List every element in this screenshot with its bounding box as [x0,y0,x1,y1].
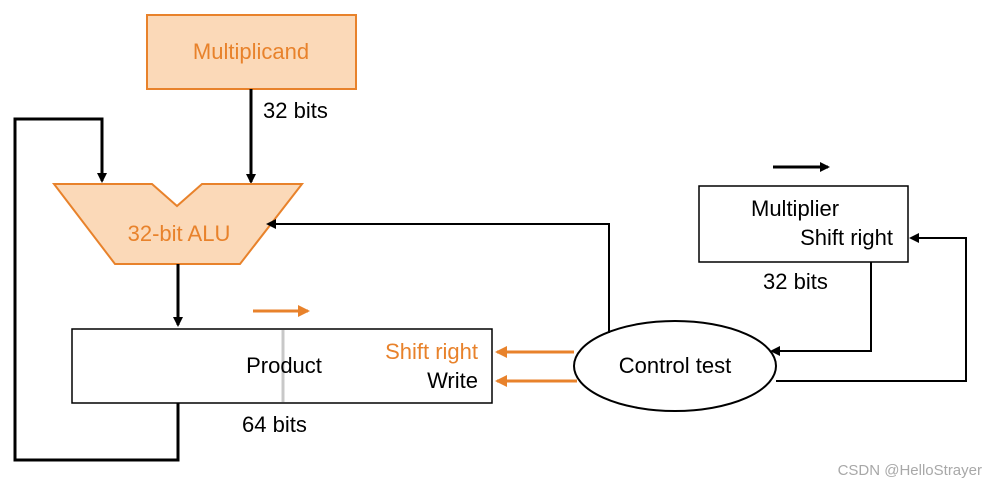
alu-label: 32-bit ALU [128,221,231,246]
multiplier-register [698,185,909,263]
product-feedback-path [13,117,180,462]
control-test-label: Control test [619,353,732,378]
product-label: Product [246,353,322,378]
product-shift-right-label: Shift right [385,339,478,364]
multiplier-label: Multiplier [751,196,839,221]
product-write-label: Write [427,368,478,393]
multiplier-shift-right-label: Shift right [800,225,893,250]
multiplier-to-control-path [770,262,872,356]
multiplicand-box [146,14,357,90]
alu-shape [51,183,305,265]
multiplier-width-label: 32 bits [763,269,828,294]
control-test-ellipse [573,320,777,412]
product-width-label: 64 bits [242,412,307,437]
multiplicand-width-label: 32 bits [263,98,328,123]
watermark-text: CSDN @HelloStrayer [838,462,982,479]
multiplicand-label: Multiplicand [193,39,309,64]
control-to-alu-path [266,219,610,333]
control-to-multiplier-path [776,233,967,382]
